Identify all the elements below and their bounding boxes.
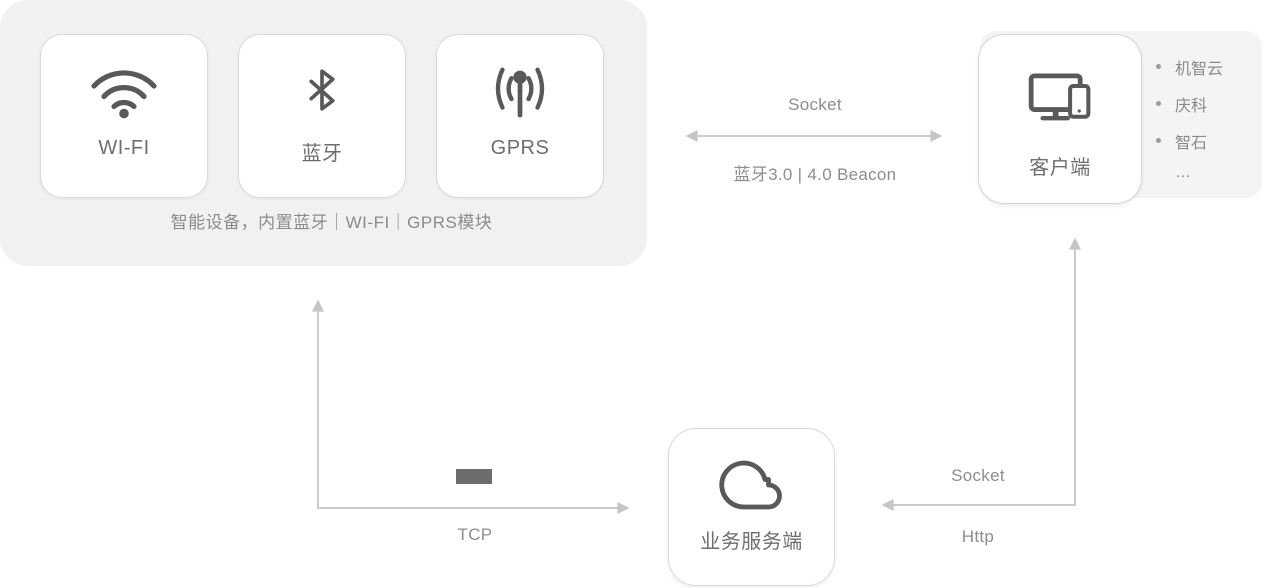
desktop-phone-icon xyxy=(1028,71,1092,125)
socket-label-top: Socket xyxy=(788,95,842,114)
bluetooth-card-label: 蓝牙 xyxy=(301,143,343,165)
wifi-icon xyxy=(88,59,160,121)
wifi-card-label: WI-FI xyxy=(98,137,150,159)
vendor-name: 智石 xyxy=(1175,134,1208,152)
bullet-dot-icon xyxy=(1156,138,1161,143)
list-item: 机智云 xyxy=(1156,48,1223,85)
wifi-module-card: WI-FI xyxy=(40,34,208,198)
client-card-label: 客户端 xyxy=(1029,157,1091,179)
cloud-icon xyxy=(717,449,787,521)
gprs-card-label: GPRS xyxy=(490,137,550,159)
vendor-name: 机智云 xyxy=(1175,60,1224,78)
smart-device-group-box: WI-FI 蓝牙 GPRS 智 xyxy=(0,0,647,266)
bluetooth-icon xyxy=(308,59,336,121)
beacon-label: 蓝牙3.0 | 4.0 Beacon xyxy=(733,165,897,184)
server-card-label: 业务服务端 xyxy=(700,531,803,553)
vendor-name: 庆科 xyxy=(1175,97,1208,115)
list-item: 庆科 xyxy=(1156,85,1223,122)
vendor-list: 机智云 庆科 智石 … xyxy=(1156,48,1223,187)
client-card: 客户端 xyxy=(978,34,1142,204)
image-placeholder-bar xyxy=(456,469,492,484)
list-item-ellipsis: … xyxy=(1156,159,1223,187)
antenna-icon xyxy=(484,59,556,121)
server-card: 业务服务端 xyxy=(668,428,835,586)
bullet-dot-icon xyxy=(1156,64,1161,69)
list-item: 智石 xyxy=(1156,122,1223,159)
device-box-caption: 智能设备，内置蓝牙｜WI-FI｜GPRS模块 xyxy=(170,213,493,232)
gprs-module-card: GPRS xyxy=(436,34,604,198)
vendor-more: … xyxy=(1175,164,1193,181)
image-placeholder xyxy=(447,459,500,495)
socket-label-right: Socket xyxy=(951,466,1005,485)
bullet-dot-icon xyxy=(1156,101,1161,106)
http-label: Http xyxy=(961,527,995,546)
bluetooth-module-card: 蓝牙 xyxy=(238,34,406,198)
tcp-label: TCP xyxy=(457,525,493,544)
